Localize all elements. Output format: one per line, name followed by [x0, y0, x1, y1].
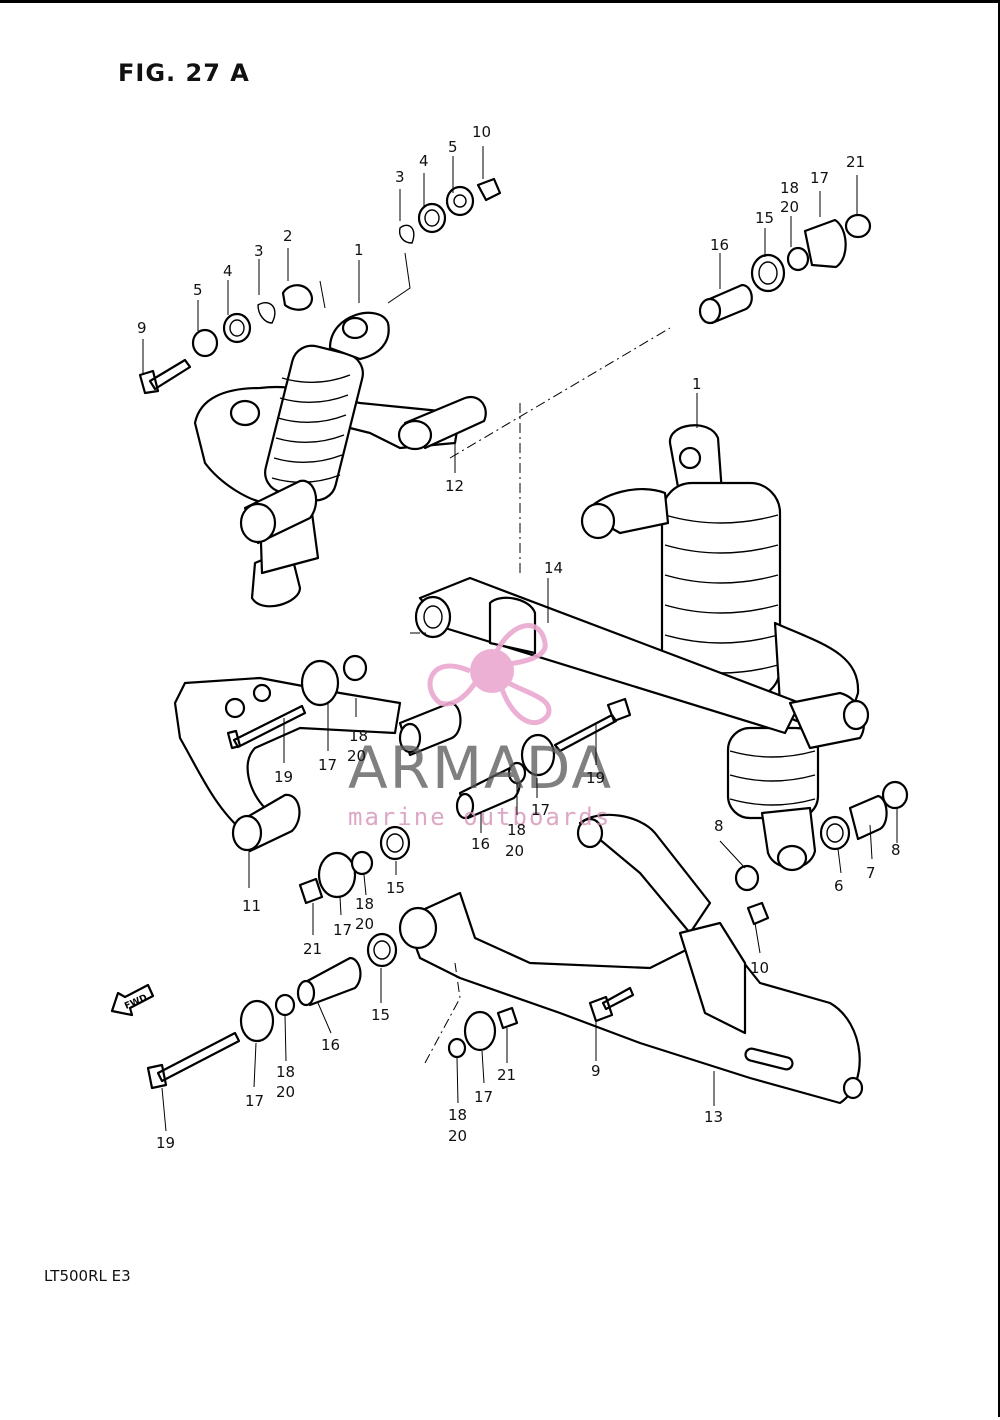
label: 18 — [355, 895, 374, 913]
label: 15 — [386, 879, 405, 897]
label: 17 — [810, 169, 829, 187]
label: 19 — [586, 769, 605, 787]
watermark: ARMADA marine outboards — [348, 623, 613, 831]
label: 2 — [283, 227, 293, 245]
lower-right-arm-13 — [398, 813, 864, 1105]
watermark-brand: ARMADA — [348, 734, 613, 802]
label: 10 — [750, 959, 769, 977]
label: 20 — [780, 198, 799, 216]
label: 4 — [223, 262, 233, 280]
label: 18 — [448, 1106, 467, 1124]
label: 21 — [846, 153, 865, 171]
label: 17 — [531, 801, 550, 819]
label: 6 — [834, 877, 844, 895]
shock-absorber-left — [250, 311, 390, 608]
label: 7 — [866, 864, 876, 882]
label: 5 — [193, 281, 203, 299]
label: 12 — [445, 477, 464, 495]
figure-title: FIG. 27 A — [118, 59, 250, 87]
label: 15 — [371, 1006, 390, 1024]
label: 19 — [156, 1134, 175, 1152]
label: 9 — [137, 319, 147, 337]
label: 18 — [276, 1063, 295, 1081]
label: 3 — [395, 168, 405, 186]
label: 21 — [497, 1066, 516, 1084]
cross-member-14 — [410, 403, 870, 750]
label: 20 — [355, 915, 374, 933]
label: 17 — [474, 1088, 493, 1106]
label: 18 — [780, 179, 799, 197]
label: 15 — [755, 209, 774, 227]
label: 5 — [448, 138, 458, 156]
label: 16 — [710, 236, 729, 254]
watermark-tagline: marine outboards — [348, 803, 611, 831]
label: 20 — [505, 842, 524, 860]
label: 18 — [349, 727, 368, 745]
forward-direction-arrow: FWD — [110, 983, 155, 1017]
label: 17 — [245, 1092, 264, 1110]
label: 11 — [242, 897, 261, 915]
upper-right-parts — [449, 213, 872, 459]
middle-hardware — [298, 697, 909, 926]
label: 3 — [254, 242, 264, 260]
label: 1 — [692, 375, 702, 393]
leader-lines — [142, 146, 898, 1132]
bottom-hardware — [146, 932, 519, 1090]
label: 17 — [318, 756, 337, 774]
part-number-labels: 10 5 4 3 3 2 1 5 4 9 12 21 17 18 20 15 1… — [137, 123, 901, 1152]
label: 10 — [472, 123, 491, 141]
label: 14 — [544, 559, 563, 577]
label: 1 — [354, 241, 364, 259]
label: 4 — [419, 152, 429, 170]
label: 9 — [591, 1062, 601, 1080]
label: 20 — [347, 747, 366, 765]
label: 8 — [714, 817, 724, 835]
upper-left-assembly — [138, 177, 502, 608]
label: 17 — [333, 921, 352, 939]
lower-left-arm-11 — [173, 654, 462, 853]
label: 16 — [471, 835, 490, 853]
label: 8 — [891, 841, 901, 859]
propeller-logo-icon — [427, 623, 552, 726]
bolt-9-upper — [138, 358, 192, 395]
label: 20 — [448, 1127, 467, 1145]
exploded-view-diagram: FWD ARMADA marine outboards 10 5 4 3 — [110, 123, 909, 1152]
model-code: LT500RL E3 — [44, 1267, 131, 1285]
label: 16 — [321, 1036, 340, 1054]
label: 13 — [704, 1108, 723, 1126]
label: 18 — [507, 821, 526, 839]
label: 20 — [276, 1083, 295, 1101]
label: 19 — [274, 768, 293, 786]
label: 21 — [303, 940, 322, 958]
